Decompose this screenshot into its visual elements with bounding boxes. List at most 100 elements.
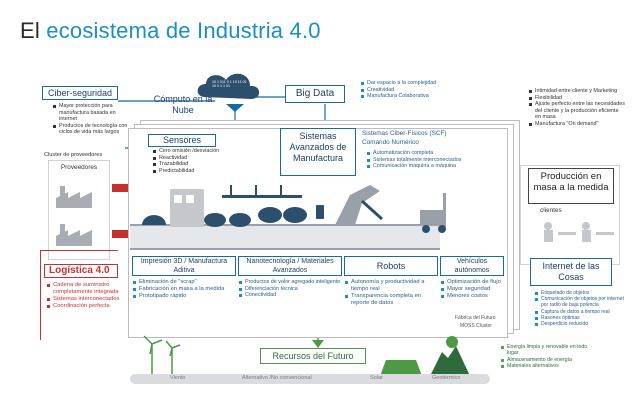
- module-item: Conectividad: [238, 292, 342, 299]
- sensor-item: Cero omisión /desviación: [152, 148, 230, 155]
- cloud-label: Cómputo en la Nube: [153, 94, 213, 115]
- module-vehicles-list: Optimización de flujo Mayor seguridad Me…: [440, 279, 508, 300]
- module-item: Optimización de flujo: [440, 279, 508, 286]
- module-item: Eliminación de "scrap": [132, 279, 236, 286]
- future-resource-item: Materiales alternativos: [500, 363, 600, 369]
- future-resources-list: Energía limpia y renovable en todo lugar…: [500, 344, 600, 370]
- module-item: Autonomía y productividad a tiempo real: [344, 279, 440, 293]
- cps-item: Automatización completa: [366, 150, 496, 157]
- big-data-item: Dar espacio a la complejidad: [360, 80, 460, 87]
- module-robots-list: Autonomía y productividad a tiempo real …: [344, 279, 440, 307]
- future-resources-label: Recursos del Futuro: [272, 351, 354, 361]
- module-nanotech-label: Nanotecnología / Materiales Avanzados: [246, 258, 334, 274]
- module-nanotech: Nanotecnología / Materiales Avanzados: [238, 256, 342, 276]
- energy-landscape: [143, 335, 470, 376]
- cps-subtitle: Comando Numérico: [362, 139, 419, 146]
- module-item: Diferenciación técnica: [238, 286, 342, 293]
- providers-cluster-label: Cluster de proveedores: [44, 152, 103, 158]
- conveyor-belt: [130, 224, 440, 250]
- energy-solar-label: Solar: [370, 375, 383, 381]
- module-item: Prototipado rápido: [132, 293, 236, 300]
- sensor-item: Trazabilidad: [152, 161, 230, 168]
- cps-title: Sistemas Ciber-Físicos (SCF): [362, 130, 447, 137]
- logistics-box: Logística 4.0: [44, 264, 118, 278]
- energy-geothermal-label: Geotérmico: [432, 375, 461, 381]
- iot-item: Captura de datos a tiempo real: [534, 309, 628, 315]
- iot-item: Desperdicio reducido: [534, 321, 628, 327]
- cyber-security-label: Ciber-seguridad: [47, 88, 113, 98]
- customer-benefit-item: Flexibilidad: [528, 95, 626, 102]
- big-data-item: Manufactura Colaborativa: [360, 93, 460, 100]
- advanced-manufacturing-box: Sistemas Avanzados de Manufactura: [280, 128, 356, 176]
- module-robots-label: Robots: [376, 261, 406, 271]
- iot-box: Internet de las Cosas: [530, 258, 612, 286]
- customer-benefit-item: Ajuste perfecto entre las necesidades de…: [528, 101, 626, 121]
- customer-benefit-item: Intimidad entre cliente y Marketing: [528, 88, 626, 95]
- logistics-item: Coordinación perfecta: [46, 303, 122, 310]
- geothermal-icon: [430, 336, 470, 376]
- machines-illustration: [142, 185, 446, 233]
- logistics-list: Cadena de suministro completamente integ…: [46, 282, 122, 310]
- big-data-box: Big Data: [285, 85, 345, 103]
- module-item: Mayor seguridad: [440, 286, 508, 293]
- energy-alternative-label: Alternativo /No convencional: [242, 375, 312, 381]
- logistics-item: Sistemas interconectados: [46, 296, 122, 303]
- page-title: El ecosistema de Industria 4.0: [20, 18, 321, 44]
- title-accent: ecosistema de Industria 4.0: [46, 18, 321, 43]
- providers-label: Proveedores: [60, 164, 98, 171]
- sensors-label: Sensores: [162, 135, 202, 145]
- wind-turbine-icon: [143, 335, 181, 376]
- module-3d-printing-list: Eliminación de "scrap" Fabricación en ma…: [132, 279, 236, 300]
- cloud-digits: 10 1 011 0 1 10 11 01 10 0 1 1 01: [212, 80, 247, 88]
- module-item: Menores costos: [440, 293, 508, 300]
- cloud-icon: [197, 73, 260, 99]
- title-prefix: El: [20, 18, 40, 43]
- iot-item: Rasones óptimas: [534, 315, 628, 321]
- logistics-item: Cadena de suministro completamente integ…: [46, 282, 122, 296]
- module-item: Transparencia completa en reporte de dat…: [344, 293, 440, 307]
- module-item: Fabricación en masa a la medida: [132, 286, 236, 293]
- module-robots: Robots: [344, 256, 438, 276]
- cps-list: Automatización completa Sistemas totalme…: [366, 150, 496, 170]
- iot-item: Comunicación de objetos por internet por…: [534, 296, 628, 308]
- big-data-item: Creatividad: [360, 87, 460, 94]
- solar-panel-icon: [380, 360, 422, 376]
- sensor-item: Predictabilidad: [152, 168, 230, 175]
- factory-label: Fábrica del Futuro: [455, 315, 496, 321]
- energy-bar: [130, 374, 490, 384]
- module-nanotech-list: Productos de valor agregado inteligente …: [238, 279, 342, 299]
- future-resource-item: Almacenamiento de energía: [500, 357, 600, 363]
- sensors-box: Sensores: [148, 134, 216, 147]
- sensor-item: Reactividad: [152, 155, 230, 162]
- cps-item: Sistemas totalmente interconectados: [366, 157, 496, 164]
- big-data-label: Big Data: [295, 88, 335, 99]
- future-resource-item: Energía limpia y renovable en todo lugar: [500, 344, 600, 357]
- module-vehicles-label: Vehículos autónomos: [454, 258, 490, 274]
- energy-wind-label: Viento: [170, 375, 186, 381]
- sensors-list: Cero omisión /desviación Reactividad Tra…: [152, 148, 230, 174]
- module-3d-printing-label: Impresión 3D / Manufactura Aditiva: [140, 258, 228, 274]
- mass-production-box: Producción en masa a la medida: [528, 168, 614, 204]
- cluster-label: MOSS Cluster: [460, 323, 492, 329]
- module-item: Productos de valor agregado inteligente: [238, 279, 342, 286]
- logistics-label: Logística 4.0: [49, 265, 110, 276]
- cyber-item: Productos de tecnología con ciclos de vi…: [52, 123, 134, 136]
- customer-benefits-list: Intimidad entre cliente y Marketing Flex…: [528, 88, 626, 128]
- cyber-item: Mayor protección para manufactura basada…: [52, 103, 134, 123]
- big-data-list: Dar espacio a la complejidad Creatividad…: [360, 80, 460, 100]
- iot-list: Etiquetado de objetos Comunicación de ob…: [534, 290, 628, 327]
- cps-item: Comunicación máquina a máquina: [366, 163, 496, 170]
- logistics-outline: [40, 250, 118, 340]
- factory-icon: [56, 186, 92, 246]
- clients-label: clientes: [540, 207, 562, 214]
- cyber-security-list: Mayor protección para manufactura basada…: [52, 103, 134, 136]
- module-vehicles: Vehículos autónomos: [440, 256, 504, 276]
- mass-production-label: Producción en masa a la medida: [533, 171, 609, 193]
- customer-benefit-item: Manufactura "On demand": [528, 121, 626, 128]
- iot-item: Etiquetado de objetos: [534, 290, 628, 296]
- iot-label: Internet de las Cosas: [542, 261, 600, 282]
- module-3d-printing: Impresión 3D / Manufactura Aditiva: [132, 256, 236, 276]
- future-resources-box: Recursos del Futuro: [260, 348, 366, 364]
- advanced-manufacturing-label: Sistemas Avanzados de Manufactura: [289, 131, 347, 163]
- cyber-security-box: Ciber-seguridad: [42, 86, 118, 100]
